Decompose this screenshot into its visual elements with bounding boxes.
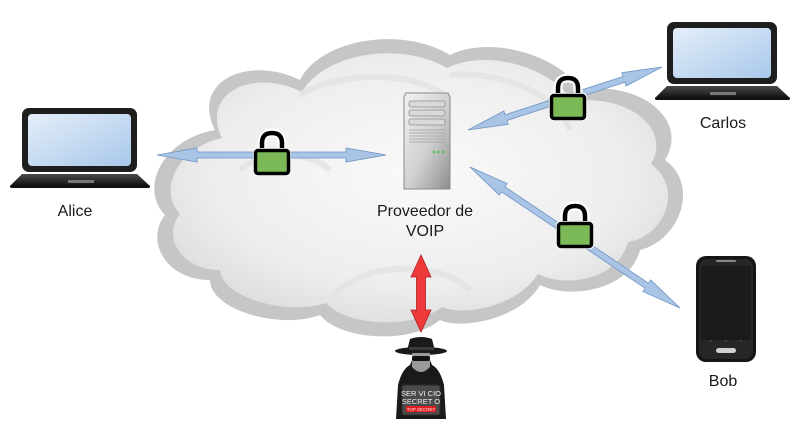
provider-label-line2: VOIP	[405, 223, 445, 240]
alice-laptop[interactable]	[10, 108, 150, 188]
spy-screen-line1: SER VI CIO	[401, 389, 441, 398]
spy-top-secret-badge: TOP SECRET	[407, 407, 436, 412]
locks	[253, 73, 594, 249]
provider-label-line1: Proveedor de	[376, 203, 474, 220]
bob-label: Bob	[708, 373, 738, 390]
cloud-inner-shading	[237, 71, 573, 302]
bob-phone[interactable]	[696, 256, 756, 362]
carlos-laptop[interactable]	[655, 22, 790, 100]
carlos-label: Carlos	[699, 115, 747, 132]
lock-icon	[549, 73, 587, 121]
provider-label: Proveedor de VOIP	[350, 202, 500, 242]
alice-label: Alice	[57, 203, 93, 220]
spy-figure: SER VI CIO SECRET O TOP SECRET	[395, 337, 447, 419]
lock-icon	[253, 128, 291, 176]
lock-icon	[556, 201, 594, 249]
spy-screen-line2: SECRET O	[402, 397, 440, 406]
voip-server[interactable]	[403, 92, 451, 190]
intercept-link-spy	[410, 254, 432, 333]
